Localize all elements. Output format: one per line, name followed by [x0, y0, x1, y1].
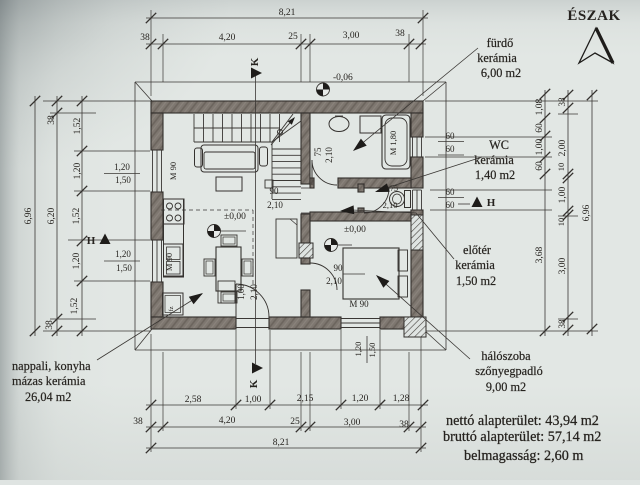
svg-text:1,20: 1,20	[353, 342, 363, 357]
svg-text:2,10: 2,10	[267, 200, 283, 210]
svg-text:60: 60	[446, 187, 456, 197]
svg-text:H: H	[87, 235, 96, 247]
svg-text:6,96: 6,96	[24, 207, 34, 224]
svg-text:M 90: M 90	[349, 299, 369, 309]
svg-text:1,20: 1,20	[114, 162, 130, 172]
svg-text:1,20: 1,20	[72, 252, 82, 269]
svg-text:nappali, konyha: nappali, konyha	[12, 359, 91, 373]
svg-text:1,50: 1,50	[115, 175, 131, 185]
svg-text:3,00: 3,00	[343, 31, 360, 41]
svg-text:2,00: 2,00	[558, 139, 568, 156]
svg-text:kerámia: kerámia	[477, 51, 517, 65]
svg-text:előtér: előtér	[463, 243, 491, 257]
svg-text:26,04 m2: 26,04 m2	[25, 390, 71, 404]
svg-text:M 1,80: M 1,80	[388, 131, 398, 156]
svg-text:belmagasság: 2,60 m: belmagasság: 2,60 m	[464, 448, 583, 464]
svg-text:1,20: 1,20	[73, 162, 83, 179]
svg-text:38: 38	[557, 319, 567, 329]
svg-text:9,00 m2: 9,00 m2	[486, 380, 526, 394]
svg-text:3,00: 3,00	[344, 418, 361, 428]
svg-text:10: 10	[556, 163, 566, 172]
svg-text:25: 25	[288, 32, 298, 42]
svg-text:1,52: 1,52	[72, 207, 82, 224]
svg-text:szőnyegpadló: szőnyegpadló	[475, 364, 543, 378]
svg-text:8,21: 8,21	[279, 8, 296, 18]
svg-text:2,10: 2,10	[249, 284, 259, 300]
svg-text:3,68: 3,68	[535, 246, 545, 263]
svg-text:WC: WC	[489, 138, 509, 152]
svg-text:kerámia: kerámia	[474, 153, 514, 167]
svg-text:±0,00: ±0,00	[224, 212, 246, 222]
svg-text:M 90: M 90	[164, 253, 174, 271]
svg-text:1,40 m2: 1,40 m2	[475, 168, 515, 182]
svg-text:mázas kerámia: mázas kerámia	[12, 374, 86, 388]
svg-text:60: 60	[446, 131, 456, 141]
svg-text:M 90: M 90	[168, 162, 178, 180]
svg-text:38: 38	[399, 420, 409, 430]
svg-text:60: 60	[535, 123, 545, 133]
svg-text:fz: fz	[168, 306, 175, 311]
svg-text:75: 75	[313, 147, 323, 157]
svg-text:±0,00: ±0,00	[344, 225, 366, 235]
svg-text:38: 38	[395, 29, 405, 39]
svg-text:25: 25	[290, 417, 300, 427]
svg-text:kerámia: kerámia	[455, 258, 495, 272]
svg-text:2,10: 2,10	[326, 276, 342, 286]
svg-text:10: 10	[556, 218, 566, 227]
svg-text:6,00 m2: 6,00 m2	[481, 66, 521, 80]
svg-text:60: 60	[535, 161, 545, 171]
svg-text:K: K	[249, 57, 261, 66]
svg-text:60: 60	[446, 144, 456, 154]
svg-text:1,20: 1,20	[115, 249, 131, 259]
svg-text:bruttó alapterület: 57,14 m2: bruttó alapterület: 57,14 m2	[443, 429, 601, 445]
svg-text:1,52: 1,52	[73, 117, 83, 134]
svg-text:8,21: 8,21	[273, 438, 290, 448]
svg-text:1,50: 1,50	[116, 263, 132, 273]
svg-text:2,15: 2,15	[297, 394, 314, 404]
svg-text:1,20: 1,20	[352, 394, 369, 404]
svg-text:38: 38	[140, 33, 150, 43]
svg-text:1,00: 1,00	[535, 138, 545, 155]
svg-text:1,00: 1,00	[558, 186, 568, 203]
svg-text:4,20: 4,20	[219, 416, 236, 426]
svg-text:4,20: 4,20	[219, 33, 236, 43]
svg-text:2,58: 2,58	[185, 395, 202, 405]
svg-text:1,50: 1,50	[367, 343, 377, 358]
svg-text:1,50 m2: 1,50 m2	[456, 274, 496, 288]
svg-text:6,96: 6,96	[582, 204, 592, 221]
svg-text:38: 38	[133, 417, 143, 427]
svg-text:1,08: 1,08	[535, 98, 545, 115]
svg-text:75: 75	[390, 184, 398, 193]
svg-text:1,00: 1,00	[245, 395, 262, 405]
svg-text:3,00: 3,00	[558, 257, 568, 274]
svg-text:90: 90	[270, 186, 280, 196]
svg-text:H: H	[487, 197, 496, 209]
svg-text:2,10: 2,10	[324, 147, 334, 163]
svg-text:nettó alapterület: 43,94 m2: nettó alapterület: 43,94 m2	[446, 413, 599, 429]
svg-text:1,52: 1,52	[70, 297, 80, 314]
svg-text:38: 38	[45, 320, 55, 330]
svg-text:6,20: 6,20	[47, 207, 57, 224]
svg-text:2,10: 2,10	[383, 200, 398, 210]
svg-text:1,28: 1,28	[393, 394, 410, 404]
svg-text:60: 60	[446, 200, 456, 210]
svg-text:38: 38	[557, 97, 567, 107]
svg-text:hálószoba: hálószoba	[481, 349, 531, 363]
svg-text:fürdő: fürdő	[487, 36, 514, 50]
svg-text:1,00: 1,00	[236, 284, 246, 300]
svg-text:K: K	[248, 379, 260, 388]
svg-text:-0,06: -0,06	[333, 73, 353, 83]
svg-text:ÉSZAK: ÉSZAK	[567, 7, 620, 24]
svg-text:38: 38	[47, 115, 57, 125]
svg-text:90: 90	[334, 263, 344, 273]
